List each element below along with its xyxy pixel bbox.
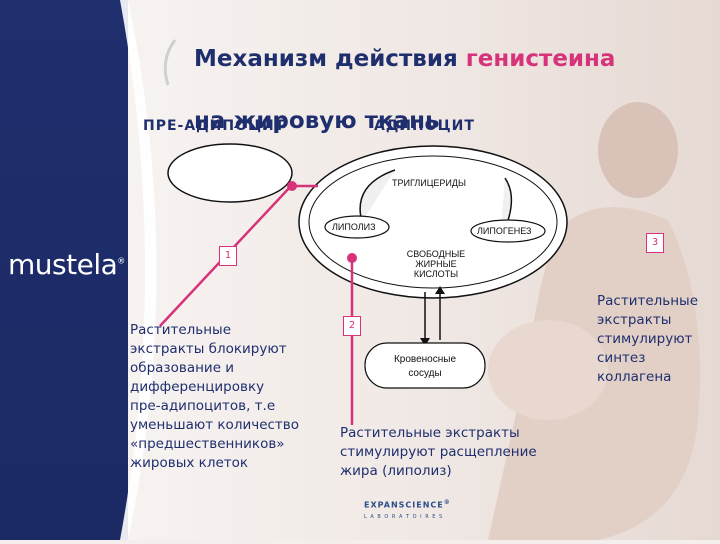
lipogenesis-label: ЛИПОГЕНЕЗ (477, 226, 531, 236)
fatty-acids-line2: ЖИРНЫЕ КИСЛОТЫ (414, 259, 458, 279)
vessels-line1: Кровеносные (394, 354, 456, 365)
blood-vessels-label: Кровеносные сосуды (365, 353, 485, 381)
expanscience-logo: EXPANSCIENCE® L A B O R A T O I R E S (364, 498, 451, 522)
vessels-line2: сосуды (408, 368, 441, 379)
fatty-acids-line1: СВОБОДНЫЕ (407, 249, 465, 259)
step-1-text: Растительные экстракты блокируют образов… (130, 321, 299, 473)
triglycerides-label: ТРИГЛИЦЕРИДЫ (392, 178, 466, 188)
lipolysis-label: ЛИПОЛИЗ (332, 222, 376, 232)
pre-adipocyte-cell (168, 144, 292, 202)
step-2-badge: 2 (343, 316, 361, 336)
step-2-text: Растительные экстракты стимулируют расще… (340, 424, 537, 481)
step-3-text: Растительные экстракты стимулируют синте… (597, 292, 698, 387)
expanscience-line1: EXPANSCIENCE (364, 501, 444, 510)
fatty-acids-label: СВОБОДНЫЕ ЖИРНЫЕ КИСЛОТЫ (400, 249, 472, 279)
expanscience-line2: L A B O R A T O I R E S (364, 514, 443, 520)
step-1-badge: 1 (219, 246, 237, 266)
step-3-badge: 3 (646, 233, 664, 253)
